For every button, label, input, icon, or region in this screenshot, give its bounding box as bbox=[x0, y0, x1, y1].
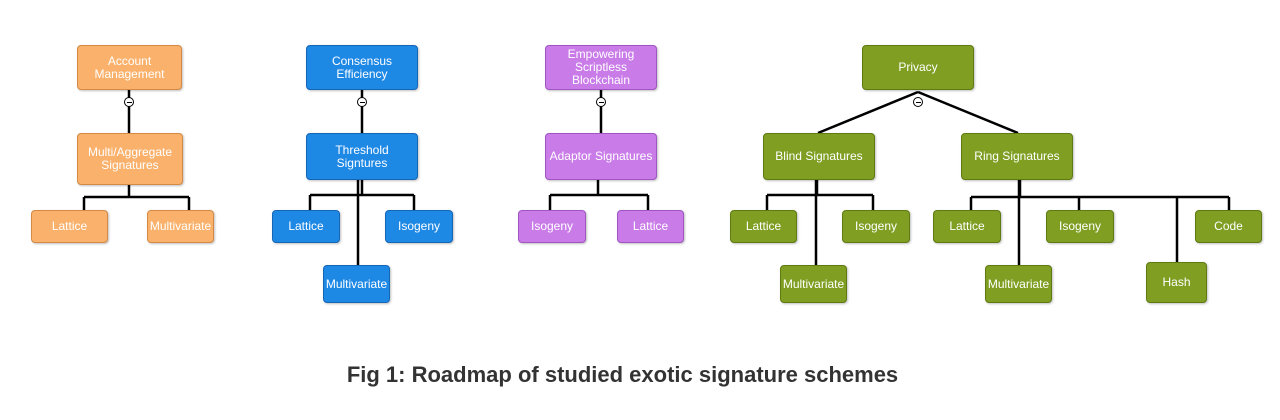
collapse-icon[interactable] bbox=[596, 97, 606, 107]
isogeny-leaf: Isogeny bbox=[385, 210, 453, 243]
connector bbox=[817, 90, 919, 135]
threshold-signatures-node: Threshold Signtures bbox=[306, 133, 418, 180]
hash-leaf: Hash bbox=[1146, 262, 1207, 303]
lattice-leaf: Lattice bbox=[730, 210, 797, 243]
collapse-icon[interactable] bbox=[913, 97, 923, 107]
figure-caption: Fig 1: Roadmap of studied exotic signatu… bbox=[346, 362, 899, 387]
isogeny-leaf: Isogeny bbox=[518, 210, 586, 243]
collapse-icon[interactable] bbox=[124, 97, 134, 107]
multivariate-leaf: Multivariate bbox=[147, 210, 214, 243]
blind-signatures-node: Blind Signatures bbox=[763, 133, 875, 180]
multivariate-leaf: Multivariate bbox=[323, 265, 390, 303]
lattice-leaf: Lattice bbox=[617, 210, 684, 243]
collapse-icon[interactable] bbox=[357, 97, 367, 107]
multi-aggregate-signatures-node: Multi/Aggregate Signatures bbox=[77, 133, 183, 185]
empowering-scriptless-blockchain-node: Empowering Scriptless Blockchain bbox=[545, 45, 657, 90]
lattice-leaf: Lattice bbox=[31, 210, 108, 243]
multivariate-leaf: Multivariate bbox=[985, 265, 1052, 303]
ring-signatures-node: Ring Signatures bbox=[961, 133, 1073, 180]
consensus-efficiency-node: Consensus Efficiency bbox=[306, 45, 418, 90]
isogeny-leaf: Isogeny bbox=[1046, 210, 1114, 243]
privacy-node: Privacy bbox=[862, 45, 974, 90]
lattice-leaf: Lattice bbox=[272, 210, 340, 243]
account-management-node: Account Management bbox=[77, 45, 182, 90]
lattice-leaf: Lattice bbox=[933, 210, 1001, 243]
isogeny-leaf: Isogeny bbox=[842, 210, 910, 243]
code-leaf: Code bbox=[1195, 210, 1262, 243]
adaptor-signatures-node: Adaptor Signatures bbox=[545, 133, 657, 180]
connector bbox=[917, 90, 1019, 135]
multivariate-leaf: Multivariate bbox=[780, 265, 847, 303]
